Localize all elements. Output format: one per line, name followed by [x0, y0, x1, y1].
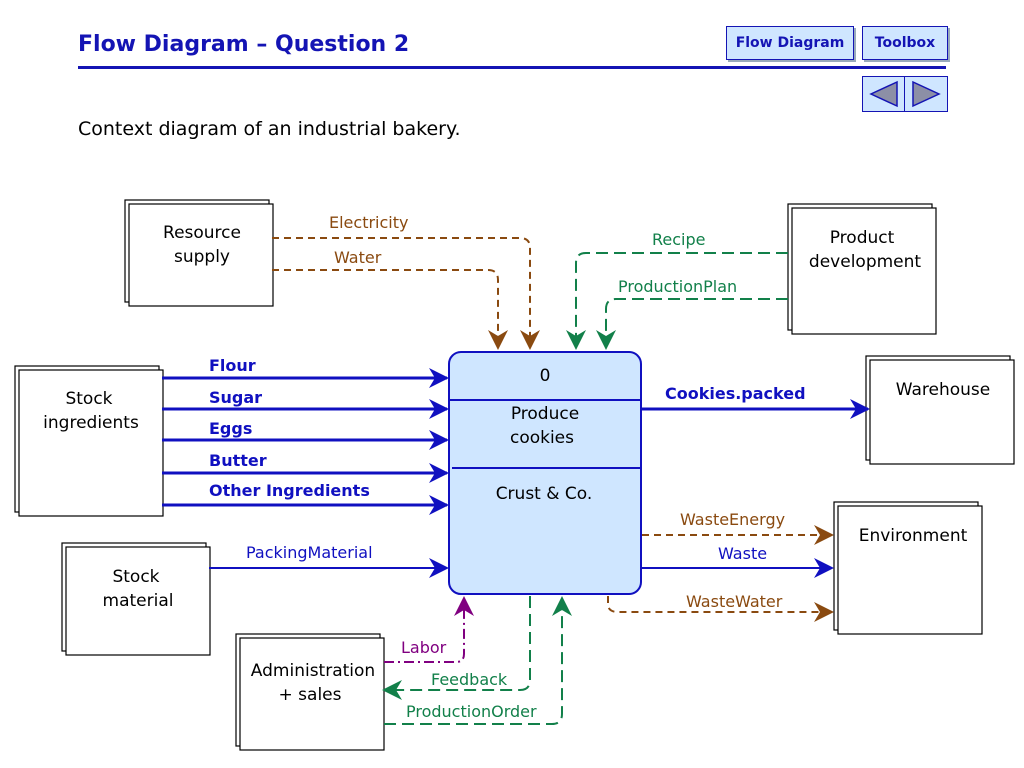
entity-resource-supply[interactable]: Resource supply	[124, 199, 274, 307]
entity-label: Stock	[112, 567, 159, 587]
entity-label: Stock	[65, 389, 112, 409]
flow-recipe: Recipe	[566, 230, 788, 350]
flow-production-plan: ProductionPlan	[596, 277, 788, 350]
flow-label: Cookies.packed	[665, 384, 806, 403]
flow-labor: Labor	[384, 596, 474, 663]
entity-label: development	[809, 252, 921, 272]
entity-label: ingredients	[43, 413, 139, 433]
entity-label: Warehouse	[896, 380, 990, 400]
flow-waste-energy: WasteEnergy	[642, 510, 834, 545]
title-divider	[78, 66, 946, 69]
flow-label: ProductionPlan	[618, 277, 737, 296]
flow-label: Feedback	[431, 670, 508, 689]
entity-label: + sales	[279, 685, 342, 705]
arrow-divider	[904, 77, 905, 111]
process-owner: Crust & Co.	[496, 484, 593, 504]
entity-label: Administration	[251, 661, 375, 681]
triangle-right-icon	[912, 80, 941, 108]
entity-administration[interactable]: Administration + sales	[235, 633, 385, 751]
flow-label: Water	[334, 248, 382, 267]
entity-label: Product	[830, 228, 895, 248]
flow-label: Flour	[209, 356, 256, 375]
process-name: Produce	[511, 404, 579, 424]
flow-packing-material: PackingMaterial	[209, 543, 449, 578]
flow-label: PackingMaterial	[246, 543, 373, 562]
flow-other-ingredients: Other Ingredients	[162, 481, 449, 515]
entity-label: supply	[174, 247, 230, 267]
subtitle: Context diagram of an industrial bakery.	[78, 118, 461, 140]
entity-label: Environment	[859, 526, 968, 546]
flow-label: WasteWater	[686, 592, 783, 611]
previous-button[interactable]	[863, 77, 905, 111]
entity-stock-material[interactable]: Stock material	[61, 542, 211, 656]
flow-waste-water: WasteWater	[607, 592, 834, 622]
flow-production-order: ProductionOrder	[384, 596, 572, 725]
flow-feedback: Feedback	[382, 596, 531, 700]
entity-stock-ingredients[interactable]: Stock ingredients	[14, 365, 164, 517]
flow-label: Eggs	[209, 419, 252, 438]
entity-warehouse[interactable]: Warehouse	[865, 355, 1015, 465]
flow-flour: Flour	[162, 356, 449, 388]
navigation-arrows	[862, 76, 948, 112]
flow-label: Electricity	[329, 213, 408, 232]
flow-water: Water	[272, 248, 508, 350]
process-number: 0	[540, 366, 551, 386]
process-produce-cookies[interactable]: 0 Produce cookies Crust & Co.	[448, 351, 642, 595]
flow-butter: Butter	[162, 451, 449, 483]
flow-label: Sugar	[209, 388, 262, 407]
entity-product-development[interactable]: Product development	[787, 203, 937, 335]
flow-sugar: Sugar	[162, 388, 449, 419]
flow-cookies-packed: Cookies.packed	[642, 384, 870, 419]
flow-label: Waste	[718, 544, 767, 563]
flow-eggs: Eggs	[162, 419, 449, 450]
entity-label: material	[103, 591, 174, 611]
flow-label: Other Ingredients	[209, 481, 370, 500]
toolbox-button[interactable]: Toolbox	[862, 26, 948, 60]
process-name: cookies	[510, 428, 574, 448]
flow-label: Recipe	[652, 230, 705, 249]
flow-label: WasteEnergy	[680, 510, 785, 529]
page-title: Flow Diagram – Question 2	[78, 32, 410, 57]
flow-diagram-button[interactable]: Flow Diagram	[726, 26, 854, 60]
flow-label: ProductionOrder	[406, 702, 537, 721]
flow-label: Labor	[401, 638, 447, 657]
flow-electricity: Electricity	[272, 213, 540, 350]
entity-environment[interactable]: Environment	[833, 501, 983, 635]
flow-label: Butter	[209, 451, 267, 470]
entity-label: Resource	[163, 223, 241, 243]
flow-waste: Waste	[642, 544, 834, 578]
triangle-left-icon	[869, 80, 898, 108]
next-button[interactable]	[905, 77, 947, 111]
